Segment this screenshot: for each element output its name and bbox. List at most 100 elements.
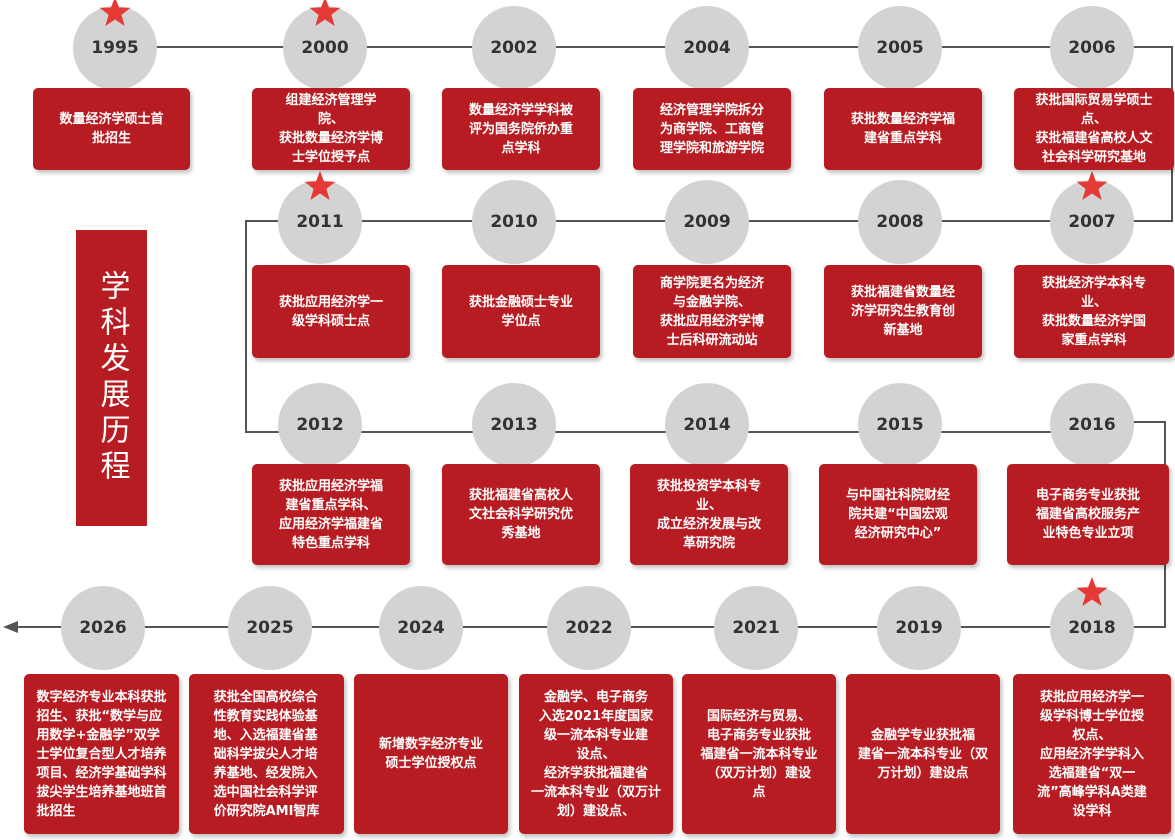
year-label: 2009 <box>683 212 731 232</box>
title-banner: 学科发展历程 <box>76 230 147 526</box>
milestone-description: 获批福建省高校人 文社会科学研究优 秀基地 <box>468 488 573 541</box>
year-label: 2026 <box>79 618 127 638</box>
star-icon <box>1076 171 1108 200</box>
year-node-2025: 2025 <box>228 586 312 670</box>
milestone-description: 金融学、电子商务 入选2021年度国家 级一流本科专业建 设点、 经济学获批福建… <box>530 689 661 819</box>
milestone-card-2026: 数字经济专业本科获批 招生、获批“数学与应 用数学+金融学”双学 士学位复合型人… <box>24 674 179 834</box>
year-label: 2005 <box>876 38 924 58</box>
milestone-description: 组建经济管理学 院、 获批数量经济学博 士学位授予点 <box>278 93 383 165</box>
milestone-card-2025: 获批全国高校综合 性教育实践体验基 地、入选福建省基 础科学拔尖人才培 养基地、… <box>189 674 344 834</box>
year-node-2024: 2024 <box>379 586 463 670</box>
milestone-description: 获批国际贸易学硕士 点、 获批福建省高校人文 社会科学研究基地 <box>1035 93 1153 165</box>
milestone-description: 数量经济学学科被 评为国务院侨办重 点学科 <box>468 102 573 156</box>
year-label: 2014 <box>683 415 731 435</box>
year-node-2026: 2026 <box>61 586 145 670</box>
milestone-description: 获批数量经济学福 建省重点学科 <box>850 112 955 146</box>
year-label: 2000 <box>301 38 349 58</box>
milestone-description: 电子商务专业获批 福建省高校服务产 业特色专业立项 <box>1035 488 1140 541</box>
milestone-description: 新增数字经济专业 硕士学位授权点 <box>378 737 483 771</box>
year-label: 2022 <box>565 618 613 638</box>
star-icon <box>309 0 341 26</box>
year-label: 2018 <box>1068 618 1116 638</box>
year-node-2019: 2019 <box>877 586 961 670</box>
year-node-2016: 2016 <box>1050 383 1134 467</box>
year-node-2002: 2002 <box>472 6 556 90</box>
milestone-card-2007: 获批经济学本科专 业、 获批数量经济学国 家重点学科 <box>1014 265 1174 358</box>
milestone-description: 获批全国高校综合 性教育实践体验基 地、入选福建省基 础科学拔尖人才培 养基地、… <box>213 689 320 819</box>
milestone-description: 经济管理学院拆分 为商学院、工商管 理学院和旅游学院 <box>659 102 764 156</box>
year-label: 2004 <box>683 38 731 58</box>
milestone-description: 获批应用经济学福 建省重点学科、 应用经济学福建省 特色重点学科 <box>278 478 383 551</box>
year-node-2013: 2013 <box>472 383 556 467</box>
star-icon <box>304 171 336 200</box>
milestone-card-2006: 获批国际贸易学硕士 点、 获批福建省高校人文 社会科学研究基地 <box>1014 88 1174 170</box>
milestone-description: 数字经济专业本科获批 招生、获批“数学与应 用数学+金融学”双学 士学位复合型人… <box>36 689 167 819</box>
year-node-2006: 2006 <box>1050 6 1134 90</box>
milestone-card-2000: 组建经济管理学 院、 获批数量经济学博 士学位授予点 <box>252 88 410 170</box>
timeline-arrowhead <box>3 621 18 633</box>
year-node-2021: 2021 <box>714 586 798 670</box>
milestone-description: 商学院更名为经济 与金融学院、 获批应用经济学博 士后科研流动站 <box>659 275 764 348</box>
milestone-card-2010: 获批金融硕士专业 学位点 <box>442 265 600 358</box>
year-label: 2024 <box>397 618 445 638</box>
milestone-card-2011: 获批应用经济学一 级学科硕士点 <box>252 265 410 358</box>
year-label: 2012 <box>296 415 344 435</box>
year-node-2004: 2004 <box>665 6 749 90</box>
milestone-description: 与中国社科院财经 院共建“中国宏观 经济研究中心” <box>845 488 950 541</box>
year-node-2007: 2007 <box>1050 171 1134 264</box>
year-label: 2013 <box>490 415 538 435</box>
milestone-description: 国际经济与贸易、 电子商务专业获批 福建省一流本科专业 （双万计划）建设 点 <box>700 708 818 800</box>
milestone-card-2022: 金融学、电子商务 入选2021年度国家 级一流本科专业建 设点、 经济学获批福建… <box>519 674 673 834</box>
year-node-2015: 2015 <box>858 383 942 467</box>
year-label: 2016 <box>1068 415 1116 435</box>
year-label: 2008 <box>876 212 924 232</box>
year-label: 2006 <box>1068 38 1116 58</box>
year-node-2008: 2008 <box>858 180 942 264</box>
milestone-card-2012: 获批应用经济学福 建省重点学科、 应用经济学福建省 特色重点学科 <box>252 464 410 565</box>
year-node-2009: 2009 <box>665 180 749 264</box>
milestone-description: 获批金融硕士专业 学位点 <box>468 294 573 329</box>
star-icon <box>1076 577 1108 606</box>
year-node-2010: 2010 <box>472 180 556 264</box>
page-title: 学科发展历程 <box>94 270 130 486</box>
milestone-description: 获批应用经济学一 级学科博士学位授 权点、 应用经济学学科入 选福建省“双一 流… <box>1037 689 1147 819</box>
milestone-card-2014: 获批投资学本科专 业、 成立经济发展与改 革研究院 <box>630 464 788 565</box>
milestone-description: 获批福建省数量经 济学研究生教育创 新基地 <box>850 285 955 338</box>
year-node-2022: 2022 <box>547 586 631 670</box>
milestone-card-2024: 新增数字经济专业 硕士学位授权点 <box>354 674 508 834</box>
year-node-2000: 2000 <box>283 0 367 90</box>
year-node-2012: 2012 <box>278 383 362 467</box>
year-label: 2019 <box>895 618 943 638</box>
milestone-card-2015: 与中国社科院财经 院共建“中国宏观 经济研究中心” <box>819 464 977 565</box>
milestone-card-2009: 商学院更名为经济 与金融学院、 获批应用经济学博 士后科研流动站 <box>633 265 791 358</box>
star-icon <box>99 0 131 26</box>
milestone-card-2018: 获批应用经济学一 级学科博士学位授 权点、 应用经济学学科入 选福建省“双一 流… <box>1013 674 1171 834</box>
year-node-2011: 2011 <box>278 171 362 264</box>
milestone-card-2002: 数量经济学学科被 评为国务院侨办重 点学科 <box>442 88 600 170</box>
milestone-card-2016: 电子商务专业获批 福建省高校服务产 业特色专业立项 <box>1007 464 1169 565</box>
year-label: 2007 <box>1068 212 1116 232</box>
year-node-1995: 1995 <box>73 0 157 90</box>
year-label: 2002 <box>490 38 538 58</box>
milestone-description: 获批经济学本科专 业、 获批数量经济学国 家重点学科 <box>1041 275 1146 348</box>
milestone-card-2021: 国际经济与贸易、 电子商务专业获批 福建省一流本科专业 （双万计划）建设 点 <box>682 674 836 834</box>
year-node-2005: 2005 <box>858 6 942 90</box>
milestone-description: 获批应用经济学一 级学科硕士点 <box>278 294 383 329</box>
milestone-card-1995: 数量经济学硕士首 批招生 <box>33 88 190 170</box>
milestone-description: 数量经济学硕士首 批招生 <box>59 112 164 146</box>
year-label: 2025 <box>246 618 294 638</box>
milestone-description: 获批投资学本科专 业、 成立经济发展与改 革研究院 <box>656 478 761 551</box>
milestone-card-2008: 获批福建省数量经 济学研究生教育创 新基地 <box>824 265 982 358</box>
milestone-card-2005: 获批数量经济学福 建省重点学科 <box>824 88 982 170</box>
milestone-card-2004: 经济管理学院拆分 为商学院、工商管 理学院和旅游学院 <box>633 88 791 170</box>
milestone-card-2013: 获批福建省高校人 文社会科学研究优 秀基地 <box>442 464 600 565</box>
year-node-2018: 2018 <box>1050 577 1134 670</box>
year-label: 2015 <box>876 415 924 435</box>
year-node-2014: 2014 <box>665 383 749 467</box>
milestone-card-2019: 金融学专业获批福 建省一流本科专业（双 万计划）建设点 <box>846 674 1000 834</box>
year-label: 1995 <box>91 38 139 58</box>
year-label: 2011 <box>296 212 344 232</box>
year-label: 2021 <box>732 618 780 638</box>
milestone-description: 金融学专业获批福 建省一流本科专业（双 万计划）建设点 <box>857 727 988 781</box>
